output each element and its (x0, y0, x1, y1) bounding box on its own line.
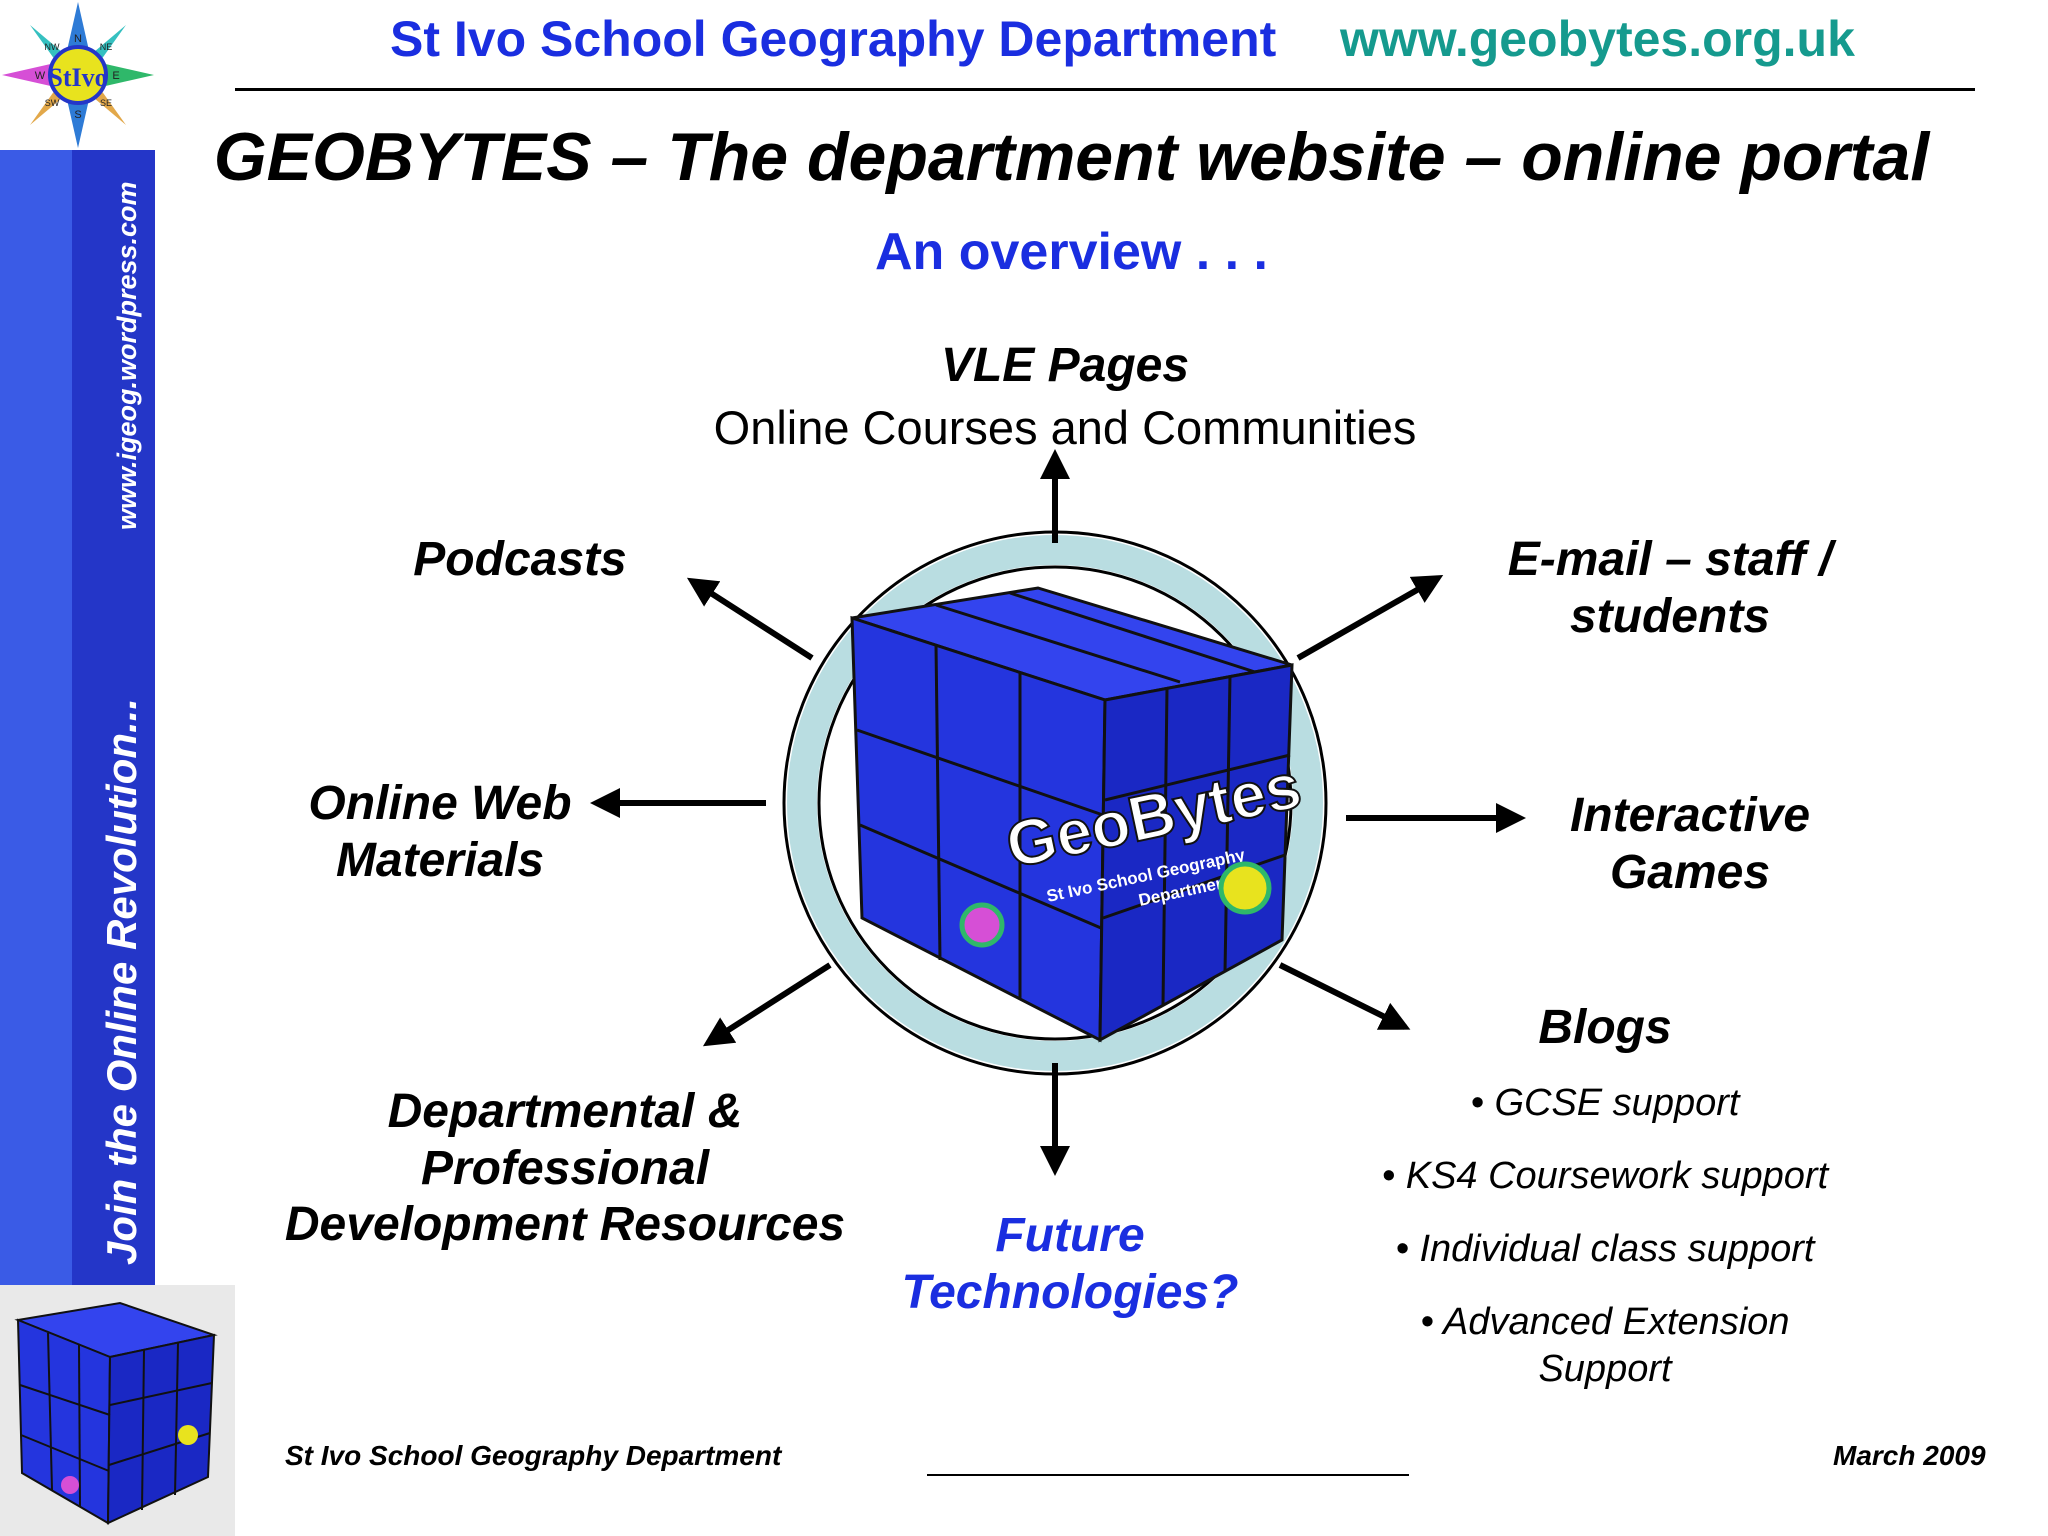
page-subtitle: An overview . . . (874, 223, 1269, 281)
compass-se: SE (100, 98, 112, 108)
vle-title: VLE Pages (940, 339, 1190, 392)
web-line1: Online Web (308, 777, 572, 830)
future-line2: Technologies? (901, 1265, 1239, 1319)
blogs-item-label: Individual class support (1419, 1228, 1815, 1270)
logo-emblem: StIvo (48, 63, 107, 92)
compass-w: W (35, 70, 46, 82)
future-line1: Future (995, 1209, 1145, 1262)
blogs-item: • Advanced Extension (1420, 1301, 1790, 1343)
cpd-line3: Development Resources (284, 1198, 846, 1252)
email-label: E-mail – staff / students (1460, 532, 1880, 645)
sidebar-strip (72, 150, 155, 1285)
blogs-title: Blogs (1538, 1001, 1672, 1054)
games-line1: Interactive (1569, 789, 1811, 842)
geobytes-cube: GeoBytes St Ivo School Geography Departm… (850, 586, 1308, 1043)
compass-n: N (74, 33, 82, 45)
compass-ne: NE (100, 42, 113, 52)
blogs-item-label: KS4 Coursework support (1405, 1155, 1829, 1197)
arrow-cpd (702, 962, 832, 1047)
compass-e: E (112, 70, 119, 82)
compass-nw: NW (45, 42, 60, 52)
arrow-blogs (1278, 962, 1411, 1030)
email-line1: E-mail – staff / (1507, 533, 1833, 586)
cpd-line2: Professional (420, 1141, 710, 1195)
header-divider (235, 88, 1975, 91)
arrow-podcasts (686, 577, 814, 661)
blogs-item: • KS4 Coursework support (1381, 1155, 1829, 1197)
cpd-line1: Departmental & (387, 1085, 743, 1138)
header-url[interactable]: www.geobytes.org.uk (1340, 11, 1855, 67)
footer-left: St Ivo School Geography Department (285, 1440, 782, 1471)
future-label: Future Technologies? (870, 1208, 1270, 1321)
vle-subtitle: Online Courses and Communities (713, 401, 1417, 454)
blogs-item-label: Advanced Extension (1443, 1301, 1790, 1343)
compass-sw: SW (45, 98, 60, 108)
header-title: St Ivo School Geography Department (390, 11, 1277, 67)
blogs-item-cont: Support (1538, 1348, 1672, 1390)
arrow-email (1296, 575, 1444, 661)
blogs-item: • Individual class support (1395, 1228, 1815, 1270)
compass-s: S (74, 109, 81, 121)
page-title: GEOBYTES – The department website – onli… (213, 119, 1930, 195)
cpd-label: Departmental & Professional Development … (255, 1084, 875, 1254)
geobytes-cube-small (0, 1285, 235, 1536)
footer-divider (927, 1474, 1409, 1476)
blogs-item-label: GCSE support (1494, 1082, 1740, 1124)
compass-logo: StIvo N S W E NW NE SW SE (2, 2, 154, 148)
footer-date: March 2009 (1833, 1440, 1986, 1471)
podcasts-label: Podcasts (413, 533, 627, 586)
blogs-item: • GCSE support (1470, 1082, 1740, 1124)
email-line2: students (1569, 589, 1770, 643)
web-label: Online Web Materials (270, 776, 610, 889)
games-label: Interactive Games (1520, 788, 1860, 901)
web-line2: Materials (335, 833, 545, 887)
games-line2: Games (1609, 845, 1771, 899)
